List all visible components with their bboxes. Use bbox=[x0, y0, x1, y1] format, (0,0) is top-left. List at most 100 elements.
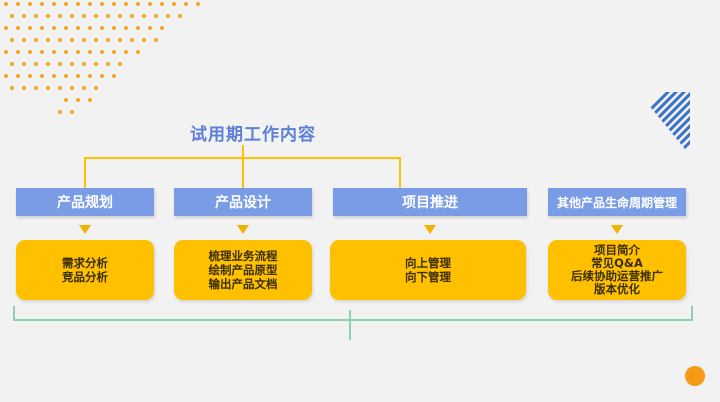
decor-dot bbox=[70, 110, 74, 114]
orange-circle-decor bbox=[685, 366, 705, 386]
decor-dot bbox=[196, 2, 200, 6]
decor-dot bbox=[22, 62, 26, 66]
decor-dot bbox=[88, 98, 92, 102]
decor-dot bbox=[64, 2, 68, 6]
decor-dot bbox=[76, 98, 80, 102]
decor-dot bbox=[64, 50, 68, 54]
decor-dot bbox=[70, 62, 74, 66]
list-item: 绘制产品原型 bbox=[208, 263, 278, 277]
decor-dot bbox=[70, 38, 74, 42]
decor-dot bbox=[88, 2, 92, 6]
decor-dot bbox=[94, 62, 98, 66]
decor-dot bbox=[136, 26, 140, 30]
list-item: 梳理业务流程 bbox=[208, 249, 278, 263]
decor-dot bbox=[118, 62, 122, 66]
column-header-3: 项目推进 bbox=[333, 188, 527, 216]
stripe-pattern-decor bbox=[638, 92, 690, 155]
decor-dot bbox=[82, 62, 86, 66]
decor-dot bbox=[52, 2, 56, 6]
list-item: 版本优化 bbox=[594, 282, 640, 296]
decor-dot bbox=[28, 50, 32, 54]
decor-dot bbox=[106, 14, 110, 18]
decor-dot bbox=[112, 74, 116, 78]
decor-dot bbox=[34, 14, 38, 18]
column-header-4: 其他产品生命周期管理 bbox=[548, 188, 686, 216]
list-item: 向上管理 bbox=[405, 256, 451, 270]
decor-dot bbox=[184, 2, 188, 6]
column-box-1: 需求分析 竞品分析 bbox=[16, 240, 154, 300]
decor-dot bbox=[58, 38, 62, 42]
decor-dot bbox=[58, 62, 62, 66]
decor-dot bbox=[76, 74, 80, 78]
decor-dot bbox=[70, 86, 74, 90]
decor-dot bbox=[100, 2, 104, 6]
decor-dot bbox=[40, 2, 44, 6]
decor-dot bbox=[22, 38, 26, 42]
decor-dot bbox=[124, 50, 128, 54]
decor-dot bbox=[64, 98, 68, 102]
decor-dot bbox=[106, 62, 110, 66]
decor-dot bbox=[160, 2, 164, 6]
dot-pattern-decor bbox=[4, 2, 200, 114]
decor-dot bbox=[148, 2, 152, 6]
decor-dot bbox=[136, 50, 140, 54]
title-connector bbox=[84, 145, 401, 188]
decor-dot bbox=[22, 86, 26, 90]
list-item: 向下管理 bbox=[405, 270, 451, 284]
decor-dot bbox=[106, 38, 110, 42]
decor-dot bbox=[52, 50, 56, 54]
decor-dot bbox=[34, 62, 38, 66]
decor-dot bbox=[40, 26, 44, 30]
decor-dot bbox=[16, 2, 20, 6]
decor-dot bbox=[172, 2, 176, 6]
decor-dot bbox=[142, 14, 146, 18]
down-arrow-icon bbox=[424, 225, 436, 234]
decor-dot bbox=[94, 14, 98, 18]
decor-dot bbox=[4, 50, 8, 54]
decor-dot bbox=[40, 74, 44, 78]
decor-dot bbox=[64, 26, 68, 30]
decor-dot bbox=[4, 26, 8, 30]
decor-dot bbox=[28, 2, 32, 6]
decor-dot bbox=[34, 38, 38, 42]
decor-dot bbox=[76, 26, 80, 30]
decor-dot bbox=[34, 86, 38, 90]
decor-dot bbox=[82, 38, 86, 42]
decor-dot bbox=[58, 14, 62, 18]
decor-dot bbox=[82, 14, 86, 18]
decor-dot bbox=[16, 26, 20, 30]
decor-dot bbox=[88, 26, 92, 30]
decor-dot bbox=[130, 38, 134, 42]
column-box-3: 向上管理 向下管理 bbox=[330, 240, 526, 300]
decor-dot bbox=[112, 26, 116, 30]
decor-dot bbox=[4, 2, 8, 6]
decor-dot bbox=[52, 26, 56, 30]
decor-dot bbox=[46, 86, 50, 90]
decor-dot bbox=[100, 50, 104, 54]
decor-dot bbox=[22, 14, 26, 18]
decor-dot bbox=[40, 50, 44, 54]
decor-dot bbox=[58, 110, 62, 114]
decor-dot bbox=[118, 38, 122, 42]
decor-dot bbox=[88, 50, 92, 54]
decor-dot bbox=[148, 26, 152, 30]
decor-dot bbox=[64, 74, 68, 78]
decor-dot bbox=[94, 86, 98, 90]
decor-dot bbox=[28, 26, 32, 30]
column-header-1: 产品规划 bbox=[16, 188, 154, 216]
down-arrow-icon bbox=[611, 225, 623, 234]
decor-dot bbox=[46, 14, 50, 18]
list-item: 项目简介 bbox=[594, 243, 640, 257]
decor-dot bbox=[112, 50, 116, 54]
column-box-4: 项目简介 常见Q&A 后续协助运营推广 版本优化 bbox=[548, 240, 686, 300]
decor-dot bbox=[94, 38, 98, 42]
list-item: 需求分析 bbox=[62, 256, 108, 270]
decor-dot bbox=[160, 26, 164, 30]
diagram-title: 试用期工作内容 bbox=[190, 125, 316, 145]
decor-dot bbox=[46, 38, 50, 42]
down-arrow-icon bbox=[237, 225, 249, 234]
decor-dot bbox=[100, 26, 104, 30]
decor-dot bbox=[100, 74, 104, 78]
decor-dot bbox=[10, 62, 14, 66]
